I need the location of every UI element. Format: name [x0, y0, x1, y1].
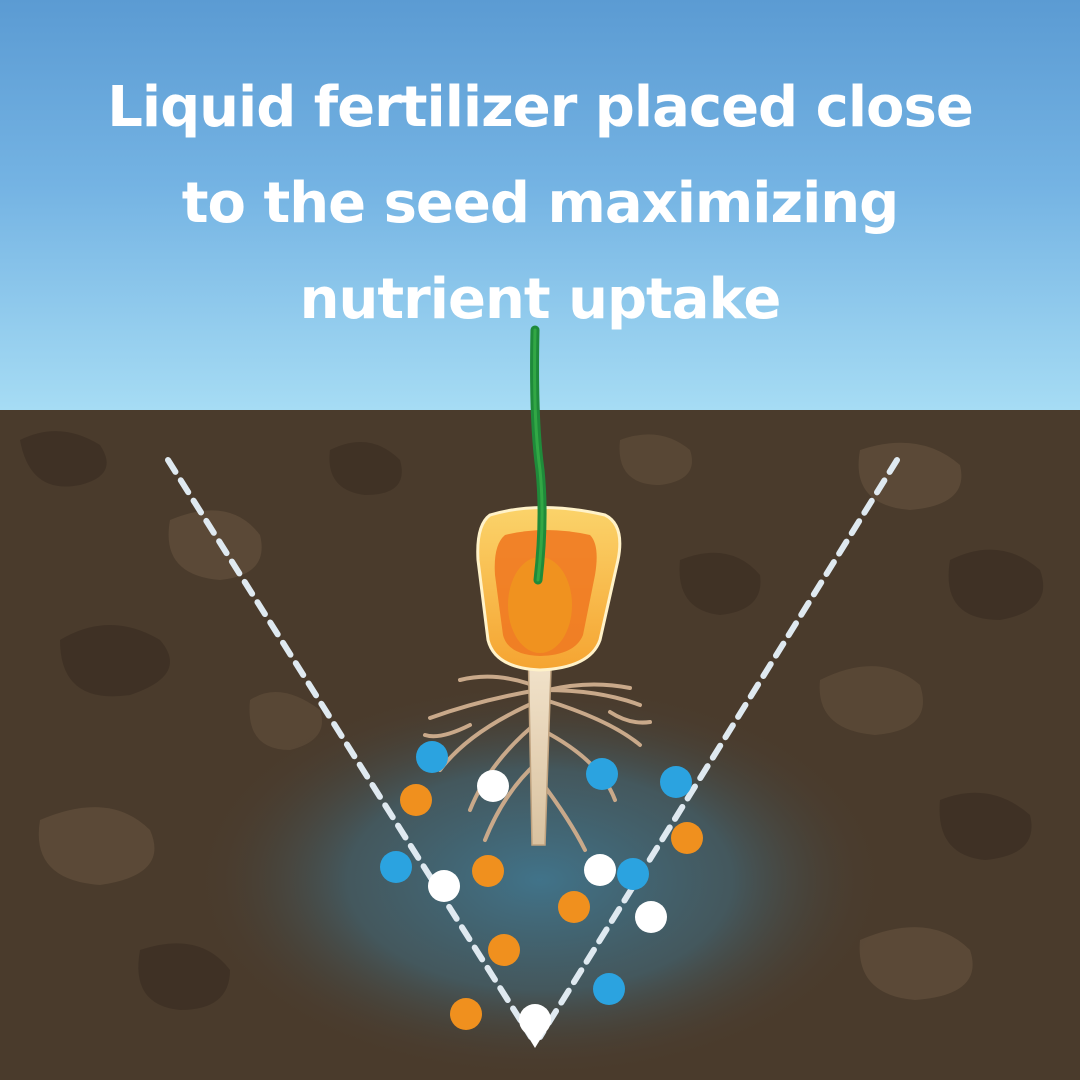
nutrient-particle-white: [477, 770, 509, 802]
nutrient-particle-blue: [416, 741, 448, 773]
nutrient-particle-white: [635, 901, 667, 933]
nutrient-particle-orange: [671, 822, 703, 854]
furrow-left-line: [165, 457, 534, 1040]
sky-background: [0, 0, 1080, 410]
nutrient-particle-blue: [593, 973, 625, 1005]
nutrient-particle-white: [584, 854, 616, 886]
nutrient-particle-orange: [488, 934, 520, 966]
furrow-right-line: [537, 457, 900, 1040]
headline-line-1: Liquid fertilizer placed close: [107, 75, 974, 140]
headline-line-2: to the seed maximizing: [181, 171, 899, 236]
nutrient-particle-blue: [660, 766, 692, 798]
nutrient-particle-orange: [472, 855, 504, 887]
main-root: [527, 639, 553, 846]
nutrient-particle-orange: [558, 891, 590, 923]
nutrient-particle-blue: [586, 758, 618, 790]
nutrient-particle-blue: [380, 851, 412, 883]
nutrient-particle-blue: [617, 858, 649, 890]
nutrient-particles: [380, 741, 703, 1036]
nutrient-particle-white: [428, 870, 460, 902]
headline: Liquid fertilizer placed close to the se…: [60, 60, 1020, 348]
nutrient-particle-orange: [450, 998, 482, 1030]
headline-line-3: nutrient uptake: [299, 267, 782, 332]
fertilizer-zone: [190, 680, 890, 1080]
sprout-highlight: [533, 328, 544, 582]
soil-texture: [20, 431, 1044, 1010]
seed: [476, 506, 622, 672]
nutrient-particle-white: [519, 1004, 551, 1036]
nutrient-particle-orange: [400, 784, 432, 816]
